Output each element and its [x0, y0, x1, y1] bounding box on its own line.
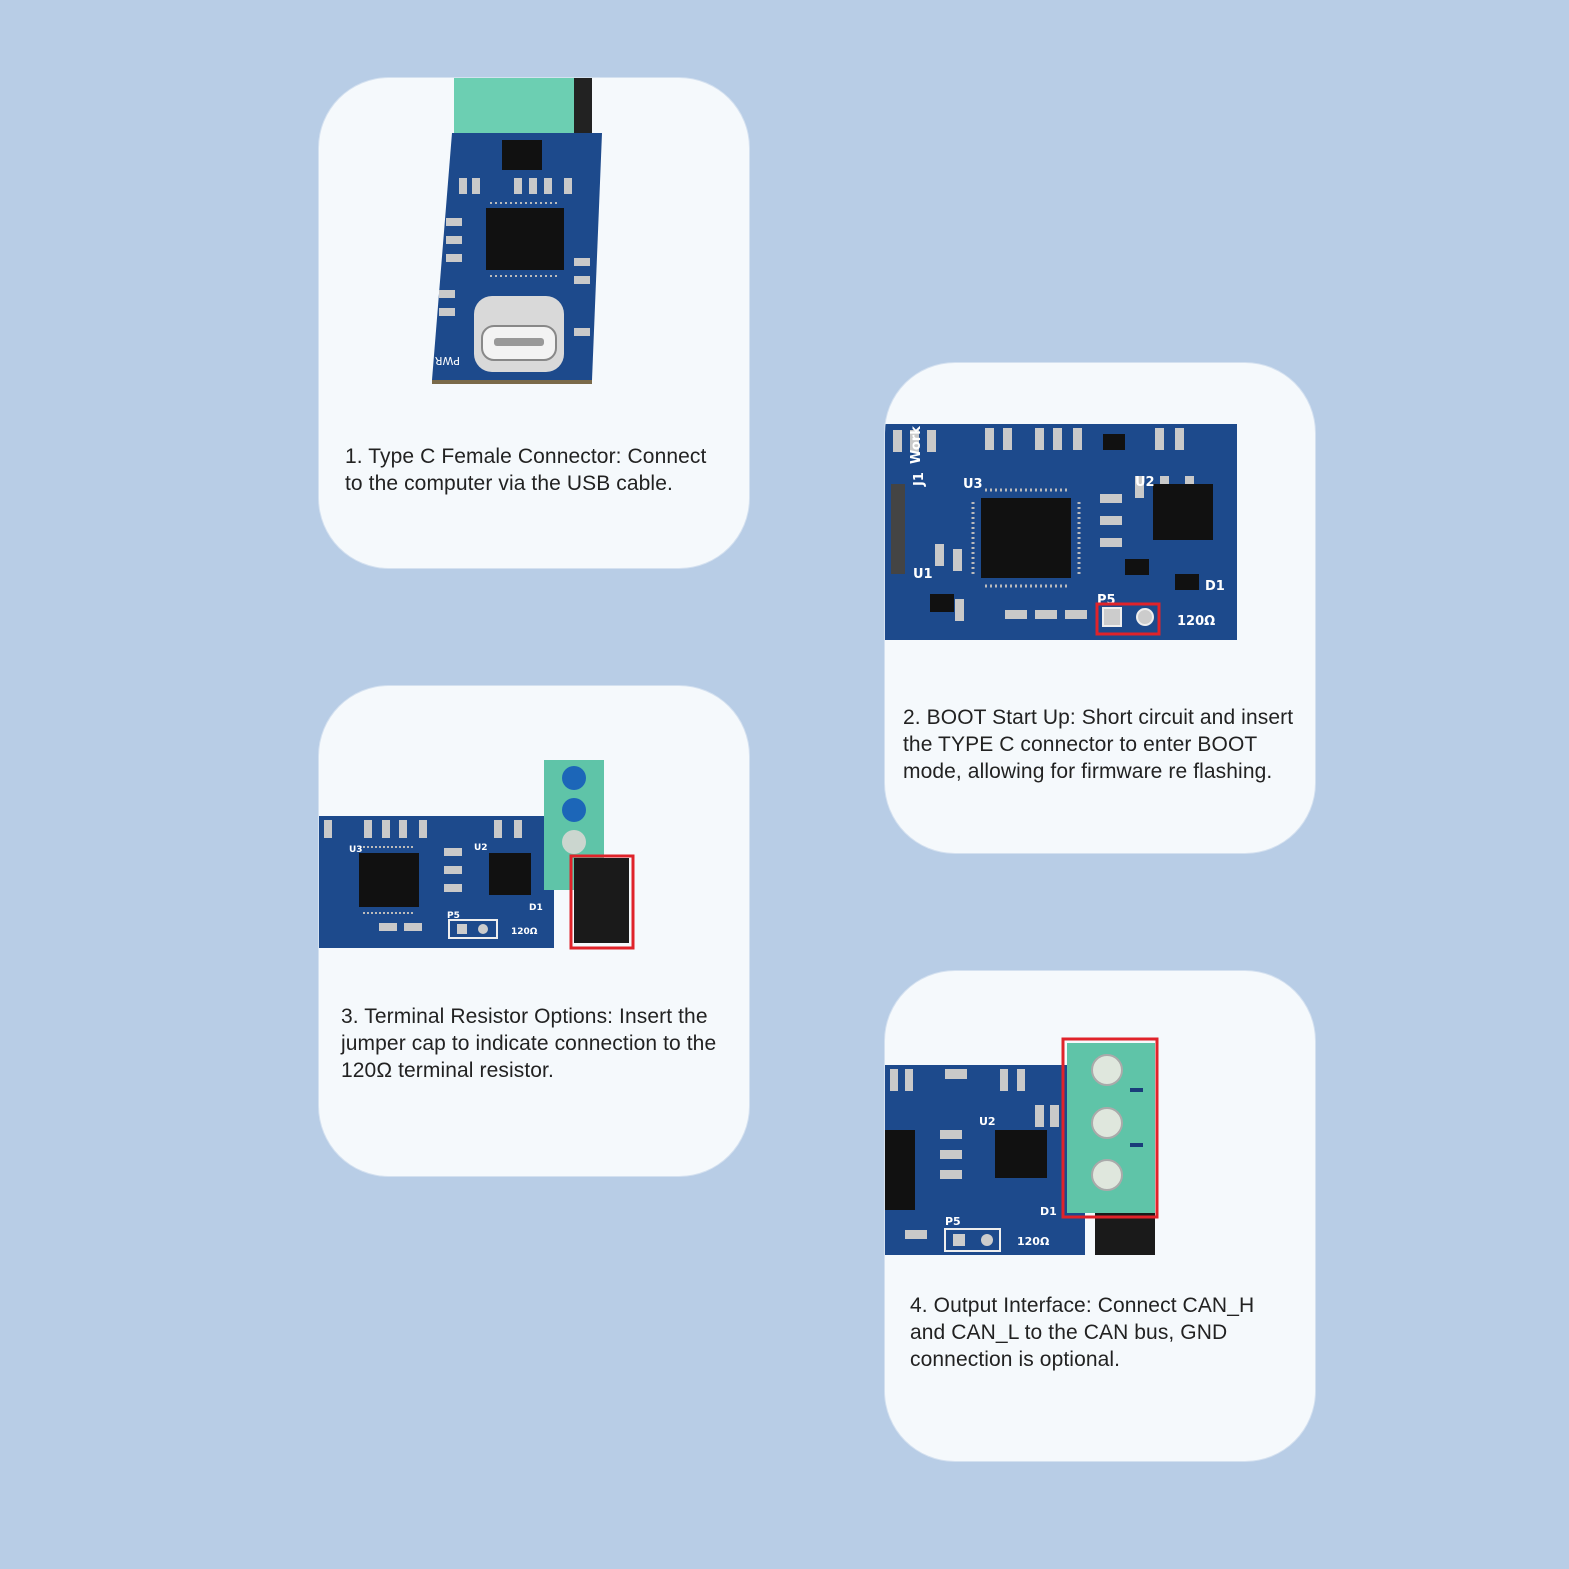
label-u1: U1	[913, 567, 933, 582]
label-120-ohm: 120Ω	[1017, 1235, 1050, 1248]
caption-output-interface: 4. Output Interface: Connect CAN_H and C…	[910, 1294, 1255, 1371]
label-u3: U3	[963, 477, 983, 492]
info-card-terminal-resistor: U3 U2 D1 P5 120Ω 3. Terminal Resistor Op…	[319, 686, 749, 1176]
highlight-jumper	[569, 854, 635, 950]
label-u2: U2	[474, 843, 488, 853]
pcb-photo-type-c: PWR	[424, 78, 624, 388]
label-work: Work	[909, 426, 924, 464]
label-p5: P5	[1097, 593, 1116, 608]
label-u3: U3	[349, 845, 363, 855]
highlight-output-terminal	[1061, 1037, 1159, 1219]
label-j1: J1	[912, 472, 927, 487]
pcb-photo-jumper: U3 U2 D1 P5 120Ω	[319, 758, 649, 958]
info-card-type-c: PWR 1. Type C Female Connector: Connect …	[319, 78, 749, 568]
label-120-ohm: 120Ω	[1177, 614, 1215, 629]
caption-type-c: 1. Type C Female Connector: Connect to t…	[345, 445, 707, 495]
label-u2: U2	[1135, 475, 1155, 490]
caption-boot: 2. BOOT Start Up: Short circuit and inse…	[903, 706, 1294, 783]
pcb-photo-output: U2 D1 P5 120Ω	[885, 1035, 1185, 1260]
label-d1: D1	[1205, 579, 1225, 594]
label-d1: D1	[1040, 1205, 1057, 1218]
pcb-photo-boot: Work J1 U3 U2 U1 D1 P5 120Ω	[885, 424, 1237, 640]
pwr-label: PWR	[434, 354, 460, 367]
label-u2: U2	[979, 1115, 996, 1128]
label-120-ohm: 120Ω	[511, 927, 538, 937]
label-d1: D1	[529, 903, 543, 913]
info-card-boot: Work J1 U3 U2 U1 D1 P5 120Ω 2. BOOT Star…	[885, 363, 1315, 853]
info-card-output-interface: U2 D1 P5 120Ω 4. Output Interface: Conne…	[885, 971, 1315, 1461]
label-p5: P5	[945, 1215, 961, 1228]
caption-terminal-resistor: 3. Terminal Resistor Options: Insert the…	[341, 1005, 717, 1082]
label-p5: P5	[447, 911, 460, 921]
highlight-boot-pads	[1095, 602, 1161, 636]
